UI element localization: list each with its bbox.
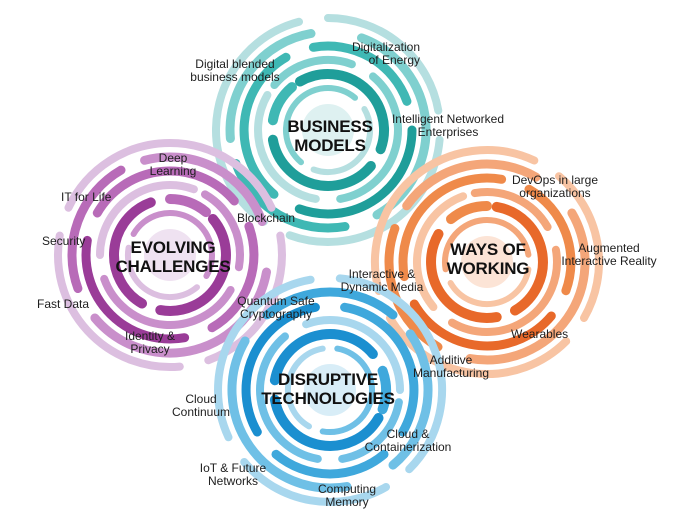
evolving-arc-2-0 <box>207 221 259 333</box>
evolving-arc-0-1 <box>54 231 184 372</box>
business-arc-3-2 <box>270 56 356 89</box>
evolving-arc-2-2 <box>92 166 239 218</box>
disruptive-arc-4-0 <box>269 394 384 451</box>
business-arc-0-2 <box>212 17 303 226</box>
evolving-center <box>144 229 196 281</box>
label-devops-in-large-organizations: DevOps in large organizations <box>511 173 599 200</box>
disruptive-arc-1-2 <box>388 329 433 470</box>
label-blockchain: Blockchain <box>237 211 296 225</box>
label-augmented-interactive-reality: Augmented Interactive Reality <box>561 241 657 268</box>
evolving-arc-0-2 <box>64 139 276 212</box>
label-iot-and-future-networks: IoT & Future Networks <box>199 461 267 488</box>
business-arc-5-1 <box>282 85 358 166</box>
evolving-arc-4-1 <box>109 197 156 309</box>
disruptive-arc-4-2 <box>377 365 391 415</box>
business-arc-5-0 <box>310 106 374 176</box>
label-digitalization-of-energy: Digitalization of Energy <box>351 40 420 67</box>
ways-arc-0-0 <box>555 172 603 322</box>
label-quantum-safe-cryptography: Quantum Safe Cryptography <box>237 294 315 321</box>
label-digital-blended-business-models: Digital blended business models <box>190 57 280 84</box>
label-additive-manufacturing: Additive Manufacturing <box>412 353 490 380</box>
label-intelligent-networked-enterprises: Intelligent Networked Enterprises <box>391 112 505 139</box>
evolving-arc-3-1 <box>96 181 198 259</box>
business-arc-3-1 <box>254 91 320 203</box>
disruptive-technologies-rings <box>214 274 447 506</box>
ways-arc-2-2 <box>398 173 507 282</box>
title-evolving-challenges: EVOLVING CHALLENGES <box>115 238 231 276</box>
label-computing-memory: Computing Memory <box>317 482 377 509</box>
label-it-for-life: IT for Life <box>61 190 112 204</box>
business-arc-4-2 <box>267 82 297 126</box>
disruptive-arc-5-1 <box>319 345 376 435</box>
evolving-arc-4-0 <box>155 214 231 316</box>
label-security: Security <box>42 234 86 248</box>
ways-arc-5-0 <box>447 266 532 308</box>
disruptive-arc-1-1 <box>262 287 398 320</box>
disruptive-arc-5-0 <box>284 345 326 430</box>
ways-arc-4-0 <box>491 201 548 316</box>
disruptive-arc-3-0 <box>256 332 322 463</box>
ways-arc-0-2 <box>371 146 539 295</box>
disruptive-arc-0-1 <box>214 275 315 442</box>
ways-arc-2-0 <box>524 184 576 296</box>
ways-arc-0-1 <box>386 314 571 378</box>
ways-arc-3-1 <box>413 192 468 311</box>
ways-arc-1-0 <box>465 208 590 365</box>
business-arc-4-0 <box>295 69 389 155</box>
ways-of-working-rings <box>371 146 603 378</box>
title-business-models: BUSINESS MODELS <box>287 117 373 155</box>
ways-arc-2-1 <box>409 299 556 351</box>
business-center <box>302 104 354 156</box>
ways-arc-3-0 <box>448 245 561 336</box>
evolving-arc-1-2 <box>140 152 267 226</box>
disruptive-arc-0-2 <box>335 274 447 474</box>
business-arc-2-2 <box>239 52 291 199</box>
business-arc-0-0 <box>324 14 443 115</box>
label-interactive-dynamic-media: Interactive & Dynamic Media <box>340 267 424 294</box>
evolving-arc-1-1 <box>67 165 126 293</box>
disruptive-arc-4-1 <box>269 329 378 386</box>
disruptive-arc-2-0 <box>271 449 389 479</box>
evolving-arc-3-2 <box>201 190 244 272</box>
label-cloud-continuum: Cloud Continuum <box>171 392 231 419</box>
ways-center <box>461 236 513 288</box>
title-disruptive-technologies: DISRUPTIVE TECHNOLOGIES <box>261 370 395 408</box>
title-ways-of-working: WAYS OF WORKING <box>446 240 530 278</box>
disruptive-arc-3-2 <box>338 398 403 463</box>
ways-arc-3-2 <box>470 188 552 231</box>
disruptive-arc-1-0 <box>227 336 352 493</box>
business-arc-1-1 <box>231 159 350 233</box>
disruptive-arc-2-2 <box>340 302 419 437</box>
business-arc-4-1 <box>267 134 376 191</box>
label-fast-data: Fast Data <box>37 297 90 311</box>
business-arc-1-2 <box>225 29 316 143</box>
business-arc-2-0 <box>308 41 412 106</box>
disruptive-arc-3-1 <box>302 316 404 394</box>
evolving-arc-5-1 <box>130 210 216 279</box>
evolving-arc-4-2 <box>165 194 211 218</box>
evolving-challenges-rings <box>54 139 286 372</box>
ways-arc-4-2 <box>446 201 492 225</box>
label-deep-learning: Deep Learning <box>149 151 197 178</box>
business-arc-3-0 <box>336 72 402 203</box>
business-arc-2-1 <box>294 125 417 219</box>
ways-arc-1-2 <box>402 159 541 211</box>
ways-arc-5-1 <box>442 216 532 273</box>
disruptive-center <box>304 364 356 416</box>
label-wearables: Wearables <box>511 327 569 341</box>
disruptive-arc-0-0 <box>240 458 390 506</box>
label-identity-and-privacy: Identity & Privacy <box>124 329 176 356</box>
label-cloud-and-containerization: Cloud & Containerization <box>364 427 452 454</box>
ways-arc-4-1 <box>426 229 502 323</box>
evolving-arc-2-1 <box>81 235 190 344</box>
disruptive-arc-2-1 <box>241 302 320 437</box>
evolving-arc-5-0 <box>125 244 200 301</box>
evolving-arc-3-0 <box>100 274 235 329</box>
